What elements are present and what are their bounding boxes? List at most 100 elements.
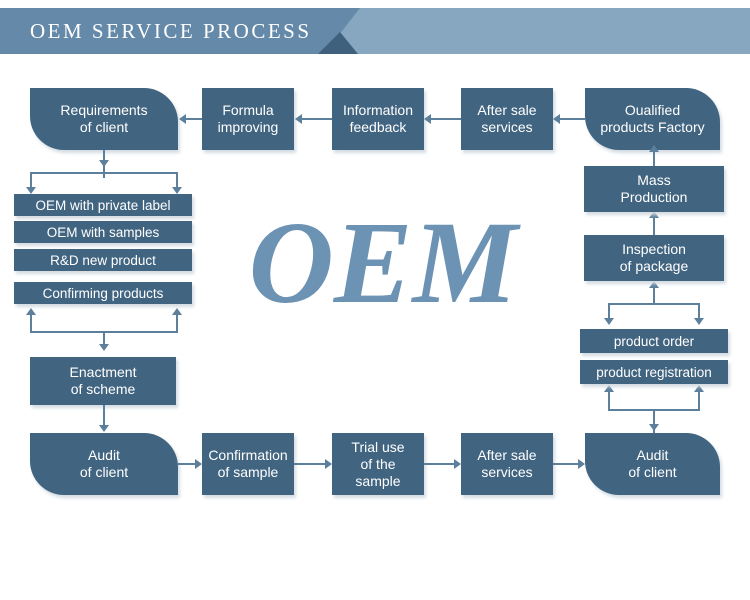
node-confirmation-of-sample[interactable]: Confirmation of sample (202, 433, 294, 495)
node-label-line2: of the sample (355, 455, 401, 489)
node-label-line1: Information (342, 102, 414, 118)
node-label-line2: of package (619, 258, 689, 274)
node-label-line2: services (481, 464, 533, 480)
arrowhead-down (99, 344, 109, 351)
arrowhead-right (578, 459, 585, 469)
node-label: Confirming products (42, 285, 164, 301)
arrowhead-down (99, 425, 109, 432)
node-label-line2: of sample (217, 464, 279, 480)
arrowhead-left (553, 114, 560, 124)
connector-inspection-to-mass (653, 218, 655, 235)
arrowhead-down (172, 187, 182, 194)
node-label: product registration (596, 364, 712, 380)
node-label-line1: Trial use (351, 438, 405, 455)
node-confirming-products[interactable]: Confirming products (14, 282, 192, 304)
connector-left-fanin-down-center (103, 331, 105, 345)
arrowhead-left (179, 114, 186, 124)
node-label-line2: of client (628, 464, 677, 480)
node-audit-of-client-right[interactable]: Audit of client (585, 433, 720, 495)
node-oem-with-samples[interactable]: OEM with samples (14, 221, 192, 243)
node-label: product order (613, 333, 695, 349)
arrowhead-down (604, 318, 614, 325)
node-enactment-of-scheme[interactable]: Enactment of scheme (30, 357, 176, 405)
arrowhead-down (649, 424, 659, 431)
node-label-line2: of client (79, 464, 129, 480)
node-label: OEM with samples (46, 224, 160, 240)
header-banner: OEM SERVICE PROCESS (0, 8, 750, 54)
connector-confirmation-to-trial (294, 463, 325, 465)
node-label-line2: of scheme (70, 381, 136, 397)
connector-right-fanout-up-center (653, 288, 655, 304)
page-title: OEM SERVICE PROCESS (30, 19, 312, 43)
connector-right-fanin-bar (608, 409, 700, 411)
node-label-line1: After sale (477, 447, 537, 463)
node-rd-new-product[interactable]: R&D new product (14, 249, 192, 271)
node-information-feedback[interactable]: Information feedback (332, 88, 424, 150)
connector-left-fan-down-center (103, 172, 105, 178)
node-label-line2: services (481, 119, 533, 135)
connector-right-fanout-down-left (608, 303, 610, 319)
connector-enactment-to-audit (103, 405, 105, 427)
node-after-sale-services-bottom[interactable]: After sale services (461, 433, 553, 495)
node-oem-with-private-label[interactable]: OEM with private label (14, 194, 192, 216)
arrowhead-left (424, 114, 431, 124)
node-label: OEM with private label (35, 197, 171, 213)
connector-information-to-formula (302, 118, 332, 120)
node-product-registration[interactable]: product registration (580, 360, 728, 384)
node-label-line1: Oualified (624, 102, 681, 118)
node-label-line1: Mass (637, 172, 671, 188)
arrowhead-up (649, 145, 659, 152)
arrowhead-right (195, 459, 202, 469)
node-after-sale-services-top[interactable]: After sale services (461, 88, 553, 150)
connector-left-fan-down-right (176, 172, 178, 188)
connector-left-fan-down-left (30, 172, 32, 188)
node-label-line2: Production (620, 189, 688, 205)
node-product-order[interactable]: product order (580, 329, 728, 353)
connector-trial-to-aftersale (424, 463, 454, 465)
arrowhead-right (325, 459, 332, 469)
connector-formula-to-requirements (186, 118, 202, 120)
node-label-line2: improving (217, 119, 279, 135)
node-label-line2: products Factory (600, 119, 705, 135)
node-audit-of-client-left[interactable]: Audit of client (30, 433, 178, 495)
connector-registration-to-audit-right (653, 411, 655, 433)
node-inspection-of-package[interactable]: Inspection of package (584, 235, 724, 281)
node-label-line1: Requirements (60, 102, 148, 118)
node-qualified-products-factory[interactable]: Oualified products Factory (585, 88, 720, 150)
oem-watermark: OEM (248, 197, 518, 328)
node-trial-use-of-the-sample[interactable]: Trial use of the sample (332, 433, 424, 495)
connector-right-fanin-up-right (698, 392, 700, 410)
connector-left-fanin-up-right (176, 315, 178, 333)
node-label-line2: feedback (349, 119, 407, 135)
node-label-line1: Inspection (622, 241, 686, 257)
node-label-line1: Enactment (69, 364, 137, 380)
connector-mass-to-factory (653, 150, 655, 166)
node-label: R&D new product (50, 252, 156, 268)
arrowhead-up (649, 211, 659, 218)
node-requirements-of-client[interactable]: Requirements of client (30, 88, 178, 150)
connector-left-fanin-up-left (30, 315, 32, 333)
node-label-line1: Confirmation (208, 447, 288, 463)
arrowhead-left (295, 114, 302, 124)
banner-main-shape (0, 8, 360, 54)
connector-right-fanin-up-left (608, 392, 610, 410)
connector-right-fanout-down-right (698, 303, 700, 319)
node-formula-improving[interactable]: Formula improving (202, 88, 294, 150)
connector-right-fanout-bar (608, 303, 700, 305)
arrowhead-up (694, 385, 704, 392)
connector-factory-to-aftersale (560, 118, 585, 120)
node-label-line1: Audit (636, 447, 669, 463)
node-label-line1: Formula (222, 102, 274, 118)
banner-accent-shape (300, 8, 750, 54)
connector-aftersale-to-audit-right (553, 463, 578, 465)
connector-aftersale-to-information (431, 118, 461, 120)
arrowhead-down (99, 160, 109, 167)
arrowhead-up (26, 308, 36, 315)
node-mass-production[interactable]: Mass Production (584, 166, 724, 212)
arrowhead-down (694, 318, 704, 325)
connector-audit-to-confirmation (178, 463, 195, 465)
arrowhead-up (604, 385, 614, 392)
arrowhead-up (649, 281, 659, 288)
node-label-line1: After sale (477, 102, 537, 118)
